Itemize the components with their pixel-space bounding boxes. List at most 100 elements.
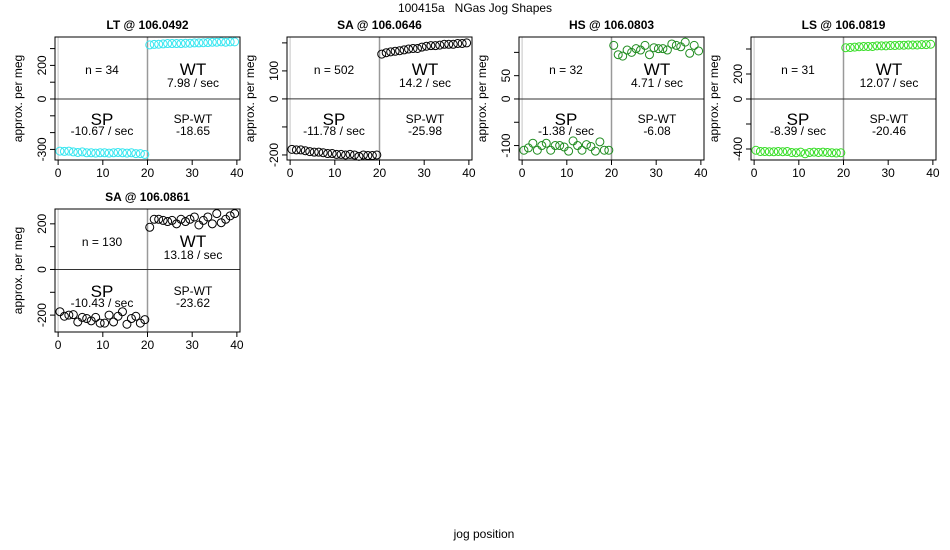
- diff-label: SP-WT: [406, 112, 445, 126]
- wt-rate: 14.2 / sec: [399, 76, 451, 90]
- diff-value: -18.65: [176, 124, 210, 138]
- wt-point: [649, 43, 659, 53]
- sp-point: [773, 147, 783, 156]
- wt-point: [457, 38, 467, 48]
- wt-point: [863, 42, 873, 51]
- wt-point: [225, 37, 235, 47]
- sp-point: [800, 149, 810, 159]
- y-tick-label: 200: [731, 64, 745, 84]
- sp-point: [73, 317, 83, 327]
- sp-rate: -8.39 / sec: [770, 124, 826, 138]
- y-tick-label: 200: [35, 55, 49, 75]
- y-tick-label: 0: [35, 95, 49, 102]
- sp-point: [604, 145, 614, 155]
- sp-point: [55, 307, 65, 317]
- sp-point: [831, 148, 841, 158]
- wt-point: [694, 46, 704, 56]
- sp-point: [822, 148, 832, 157]
- wt-point: [426, 41, 436, 51]
- sp-point: [363, 151, 373, 161]
- wt-point: [881, 41, 891, 51]
- wt-point: [644, 50, 654, 60]
- sp-point: [305, 147, 315, 157]
- sp-point: [358, 150, 368, 160]
- wt-point: [194, 38, 204, 48]
- wt-point: [212, 37, 222, 47]
- wt-point: [149, 214, 159, 224]
- y-tick-label: -300: [35, 137, 49, 161]
- x-tick-label: 30: [650, 166, 664, 180]
- sp-point: [345, 149, 355, 159]
- wt-point: [158, 215, 168, 225]
- sp-point: [577, 145, 587, 155]
- wt-point: [841, 43, 851, 53]
- wt-point: [395, 46, 405, 56]
- x-tick-label: 20: [141, 166, 155, 180]
- sp-point: [86, 148, 96, 158]
- x-tick-label: 0: [751, 166, 758, 180]
- wt-point: [167, 215, 177, 225]
- sp-point: [126, 148, 136, 158]
- sp-point: [354, 151, 364, 161]
- x-tick-label: 30: [418, 166, 432, 180]
- sp-point: [109, 148, 119, 158]
- sp-point: [755, 147, 765, 156]
- wt-label: WT: [180, 60, 206, 79]
- sp-point: [372, 150, 382, 160]
- diff-value: -25.98: [408, 124, 442, 138]
- sp-point: [537, 141, 547, 151]
- y-tick-label: -100: [499, 133, 513, 157]
- diff-value: -20.46: [872, 124, 906, 138]
- y-tick-label: -200: [267, 143, 281, 167]
- wt-point: [203, 212, 213, 222]
- sp-point: [336, 149, 346, 159]
- sp-point: [528, 138, 538, 148]
- wt-point: [412, 43, 422, 53]
- sp-point: [541, 138, 551, 148]
- sp-point: [791, 148, 801, 158]
- y-tick-label: 100: [267, 61, 281, 81]
- wt-point: [381, 48, 391, 58]
- panel-title: HS @ 106.0803: [569, 18, 654, 32]
- sp-point: [100, 318, 110, 328]
- wt-point: [912, 40, 922, 50]
- wt-point: [390, 46, 400, 56]
- wt-point: [859, 42, 869, 51]
- sp-point: [595, 137, 605, 147]
- y-tick-label: 0: [35, 266, 49, 273]
- sp-point: [59, 311, 69, 321]
- sp-point: [135, 149, 145, 159]
- wt-point: [221, 214, 231, 224]
- sp-point: [82, 314, 92, 324]
- wt-point: [903, 40, 913, 50]
- wt-point: [167, 39, 177, 49]
- wt-point: [399, 45, 409, 55]
- wt-point: [908, 40, 918, 50]
- y-tick-label: 50: [499, 69, 513, 83]
- sp-point: [122, 319, 132, 329]
- wt-point: [435, 40, 445, 50]
- sp-point: [135, 318, 145, 328]
- n-label: n = 34: [85, 63, 119, 77]
- sp-point: [117, 307, 127, 317]
- y-axis-label: approx. per meg: [475, 55, 489, 142]
- wt-point: [689, 40, 699, 50]
- sp-label: SP: [91, 282, 114, 301]
- panel-title: LT @ 106.0492: [106, 18, 189, 32]
- diff-label: SP-WT: [638, 112, 677, 126]
- sp-point: [113, 147, 123, 157]
- wt-point: [377, 49, 387, 59]
- sp-point: [318, 148, 328, 158]
- wt-point: [180, 217, 190, 227]
- sp-point: [782, 147, 792, 156]
- wt-point: [225, 211, 235, 221]
- y-tick-label: 0: [731, 95, 745, 102]
- wt-point: [194, 220, 204, 230]
- wt-label: WT: [644, 60, 670, 79]
- wt-rate: 7.98 / sec: [167, 76, 219, 90]
- sp-point: [564, 146, 574, 156]
- wt-point: [230, 37, 240, 47]
- x-tick-label: 10: [792, 166, 806, 180]
